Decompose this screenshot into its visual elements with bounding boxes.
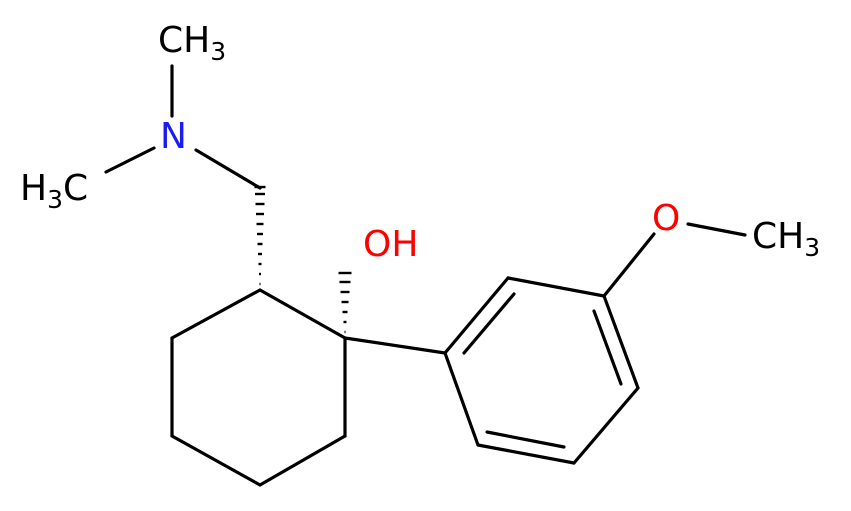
label-methyl-top: CH3 <box>158 20 226 66</box>
bond-layer <box>104 64 747 487</box>
bond-n-methyl-left <box>104 146 156 174</box>
label-methyl-methoxy: CH3 <box>752 216 820 262</box>
ring-bond-c3-c2 <box>170 288 262 340</box>
bond-n-ch2 <box>194 148 262 190</box>
ring-bond-c6-c5 <box>258 434 347 487</box>
benzene-inner-bond-3 <box>485 430 566 449</box>
benzene-bond-2 <box>506 276 606 298</box>
benzene-bond-5 <box>476 443 576 465</box>
benzene-inner-bond-2 <box>592 309 623 386</box>
benzene-bond-3 <box>602 294 640 390</box>
label-methyl-left: H3C <box>20 168 88 214</box>
bond-aryl-o <box>602 232 656 298</box>
label-nitrogen: N <box>160 116 187 157</box>
benzene-inner-bond-1 <box>462 292 516 355</box>
benzene-bond-6 <box>443 351 480 447</box>
label-ether-oxygen: O <box>652 198 680 239</box>
bond-o-methyl <box>686 222 747 237</box>
benzene-bond-4 <box>572 386 640 465</box>
bond-c1-aryl <box>343 336 447 355</box>
hashed-wedge-oh <box>338 271 352 334</box>
hashed-wedge-ch2 <box>254 185 266 286</box>
ring-bond-c2-c1 <box>258 288 347 340</box>
ring-bond-c5-c4 <box>170 434 262 487</box>
label-hydroxyl: OH <box>363 224 418 265</box>
benzene-bond-1 <box>443 276 510 355</box>
